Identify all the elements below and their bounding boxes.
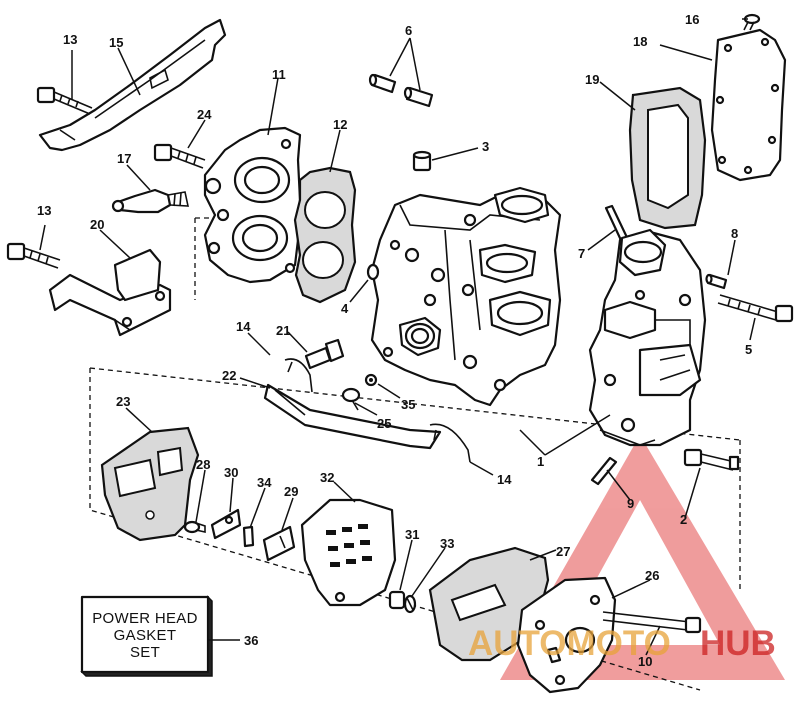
callout-33: 33 xyxy=(440,536,454,551)
callout-35: 35 xyxy=(401,397,415,412)
part-2-bolt xyxy=(683,448,740,471)
gasket-set-line3: SET xyxy=(130,644,160,661)
callout-10: 10 xyxy=(638,654,652,669)
part-29-reed-stop xyxy=(262,525,296,562)
part-13-bolt-upper xyxy=(36,86,93,115)
crankcase xyxy=(588,228,707,447)
part-4-plug xyxy=(366,263,380,281)
part-17-temperature-sensor xyxy=(111,188,190,214)
part-14-clip-lower xyxy=(429,423,471,463)
callout-labels: 1 2 3 4 5 6 7 8 9 10 11 12 13 13 14 14 1… xyxy=(37,12,752,669)
callout-21: 21 xyxy=(276,323,290,338)
callout-25: 25 xyxy=(377,416,391,431)
part-16-screw xyxy=(743,13,761,31)
cylinder-block xyxy=(370,186,562,407)
part-18-exhaust-cover xyxy=(710,28,787,182)
callout-36: 36 xyxy=(244,633,258,648)
gasket-set-box: POWER HEAD GASKET SET xyxy=(80,595,213,677)
callout-26: 26 xyxy=(645,568,659,583)
part-3-plug xyxy=(412,150,432,172)
part-21-fitting xyxy=(304,338,345,370)
callout-29: 29 xyxy=(284,484,298,499)
callout-30: 30 xyxy=(224,465,238,480)
callout-34: 34 xyxy=(257,475,272,490)
callout-15: 15 xyxy=(109,35,123,50)
callout-9: 9 xyxy=(627,496,634,511)
part-5-bolt xyxy=(717,294,794,323)
part-11-cylinder-head xyxy=(203,126,302,284)
callout-23: 23 xyxy=(116,394,130,409)
gasket-set-line1: POWER HEAD xyxy=(92,610,198,627)
callout-20: 20 xyxy=(90,217,104,232)
callout-13-lower: 13 xyxy=(37,203,51,218)
part-22-hose xyxy=(263,383,442,450)
callout-32: 32 xyxy=(320,470,334,485)
watermark-text: AUTOMOTO HUB xyxy=(468,624,776,663)
callout-24: 24 xyxy=(197,107,212,122)
part-6-dowel-pins xyxy=(368,73,434,108)
part-9-pin xyxy=(590,456,618,486)
gasket-set-line2: GASKET xyxy=(114,627,177,644)
part-30-plate xyxy=(210,508,242,540)
callout-7: 7 xyxy=(578,246,585,261)
part-8-pin xyxy=(705,273,728,290)
part-23-intake-gasket xyxy=(100,426,200,542)
part-10-screw xyxy=(602,611,702,634)
part-28-screw xyxy=(183,520,206,534)
part-13-bolt-lower xyxy=(6,242,61,269)
part-24-bolt xyxy=(153,143,206,169)
callout-12: 12 xyxy=(333,117,347,132)
callout-18: 18 xyxy=(633,34,647,49)
callout-3: 3 xyxy=(482,139,489,154)
callout-19: 19 xyxy=(585,72,599,87)
callout-6: 6 xyxy=(405,23,412,38)
part-14-clip-upper xyxy=(284,358,313,393)
watermark-part2: HUB xyxy=(700,624,776,663)
part-35-washer xyxy=(364,373,378,387)
callout-14-upper: 14 xyxy=(236,319,251,334)
part-25-screw xyxy=(341,387,361,411)
callout-5: 5 xyxy=(745,342,752,357)
callout-31: 31 xyxy=(405,527,419,542)
callout-2: 2 xyxy=(680,512,687,527)
part-33-spring xyxy=(403,594,417,614)
callout-28: 28 xyxy=(196,457,210,472)
callout-4: 4 xyxy=(341,301,349,316)
callout-1: 1 xyxy=(537,454,544,469)
callout-22: 22 xyxy=(222,368,236,383)
callout-13-upper: 13 xyxy=(63,32,77,47)
leader-lines xyxy=(39,18,756,656)
callout-8: 8 xyxy=(731,226,738,241)
callout-14-lower: 14 xyxy=(497,472,512,487)
watermark-part1: AUTOMOTO xyxy=(468,624,671,663)
part-15-bracket xyxy=(38,18,227,152)
part-12-head-gasket xyxy=(293,166,357,304)
part-26-intake-cover xyxy=(516,576,617,694)
part-32-reed-plate xyxy=(300,498,397,607)
callout-11: 11 xyxy=(272,67,286,82)
callout-16: 16 xyxy=(685,12,699,27)
part-20-bracket xyxy=(48,248,172,337)
part-19-cover-gasket xyxy=(628,86,707,230)
part-31-bushing xyxy=(388,590,406,610)
callout-17: 17 xyxy=(117,151,131,166)
callout-27: 27 xyxy=(556,544,570,559)
part-34-pin xyxy=(242,525,255,548)
